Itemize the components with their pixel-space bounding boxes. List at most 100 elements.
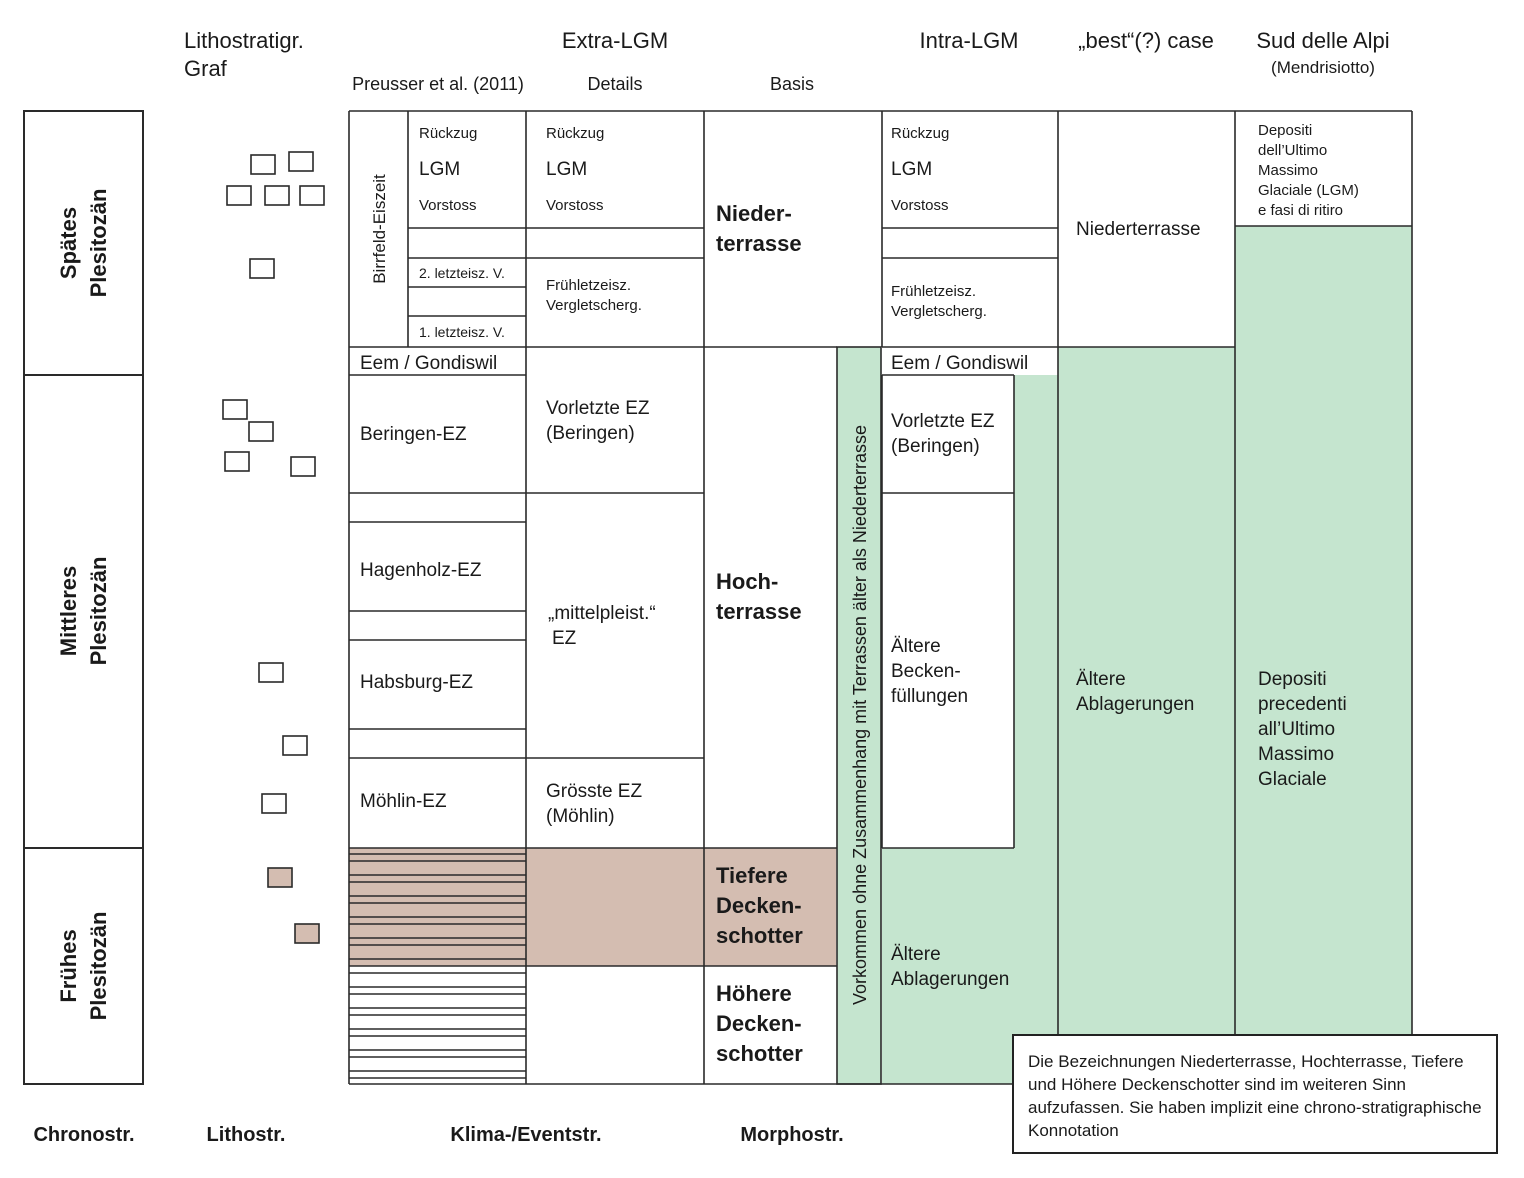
details-fruehletz-line1: Frühletzeisz. [546, 277, 631, 294]
basis-column: Nieder- terrasse Hoch- terrasse Tiefere … [716, 201, 803, 1066]
details-fruehletz-line2: Vergletscherg. [546, 297, 642, 314]
birrfeld-eiszeit: Birrfeld-Eiszeit [370, 174, 389, 284]
header-preusser: Preusser et al. (2011) [352, 74, 524, 94]
best-column: Niederterrasse Ältere Ablagerungen [1076, 219, 1201, 715]
best-aeltere-line1: Ältere [1076, 669, 1126, 690]
header-lithostrat-line1: Lithostratigr. [184, 28, 304, 53]
intra-fruehletz-line1: Frühletzeisz. [891, 283, 976, 300]
header-best-case: „best“(?) case [1078, 28, 1214, 53]
basis-hoehere-line1: Höhere [716, 981, 792, 1006]
header-lithostrat-line2: Graf [184, 56, 228, 81]
litho-square [290, 456, 316, 477]
brown-fill-details [526, 848, 704, 966]
sud-lgm-line2: dell’Ultimo [1258, 142, 1327, 159]
preusser-rueckzug: Rückzug [419, 125, 477, 142]
footer-klima: Klima-/Eventstr. [450, 1124, 601, 1146]
header-intra-lgm: Intra-LGM [919, 28, 1018, 53]
details-mittelpleist-line2: EZ [552, 628, 577, 649]
basis-hoehere-line2: Decken- [716, 1011, 802, 1036]
basis-nieder-line1: Nieder- [716, 201, 792, 226]
chrono-spaetes-line2: Plesitozän [86, 189, 111, 298]
litho-square [282, 735, 308, 756]
header-sud-alpi: Sud delle Alpi [1256, 28, 1389, 53]
chrono-mittleres-line1: Mittleres [56, 566, 81, 656]
sud-prec-line4: Massimo [1258, 744, 1334, 765]
details-groesste-line2: (Möhlin) [546, 806, 615, 827]
chrono-labels: Spätes Plesitozän Mittleres Plesitozän F… [56, 189, 111, 1021]
basis-hoch-line1: Hoch- [716, 569, 778, 594]
sud-prec-line5: Glaciale [1258, 769, 1327, 790]
header-extra-lgm: Extra-LGM [562, 28, 668, 53]
intra-vorstoss: Vorstoss [891, 197, 949, 214]
preusser-hagenholz: Hagenholz-EZ [360, 560, 482, 581]
sud-green-fill [1235, 226, 1412, 1084]
sud-prec-line1: Depositi [1258, 669, 1327, 690]
litho-square [226, 185, 252, 206]
preusser-beringen: Beringen-EZ [360, 424, 467, 445]
litho-square [294, 923, 320, 944]
sud-lgm-line5: e fasi di ritiro [1258, 202, 1343, 219]
basis-tiefere-line2: Decken- [716, 893, 802, 918]
sud-prec-line3: all’Ultimo [1258, 719, 1335, 740]
details-vorletzte-line1: Vorletzte EZ [546, 398, 650, 419]
sud-lgm-line4: Glaciale (LGM) [1258, 182, 1359, 199]
chrono-spaetes-line1: Spätes [56, 207, 81, 279]
litho-square [288, 151, 314, 172]
early-pleistocene-stripes [349, 853, 526, 1079]
preusser-column: Birrfeld-Eiszeit Rückzug LGM Vorstoss 2.… [360, 125, 505, 812]
preusser-eem: Eem / Gondiswil [360, 353, 497, 374]
header-sud-alpi-sub: (Mendrisiotto) [1271, 58, 1375, 77]
header: Lithostratigr. Graf Extra-LGM Intra-LGM … [184, 28, 1390, 94]
litho-square [222, 399, 248, 420]
basis-nieder-line2: terrasse [716, 231, 802, 256]
vertical-band-label: Vorkommen ohne Zusammenhang mit Terrasse… [850, 425, 870, 1005]
basis-hoehere-line3: schotter [716, 1041, 803, 1066]
intra-aeltere-becken-line2: Becken- [891, 661, 961, 682]
footer-lithostr: Lithostr. [207, 1124, 286, 1146]
details-mittelpleist-line1: „mittelpleist.“ [548, 603, 656, 624]
litho-square [250, 154, 276, 175]
intra-eem: Eem / Gondiswil [891, 353, 1028, 374]
preusser-vorstoss: Vorstoss [419, 197, 477, 214]
sud-lgm-line1: Depositi [1258, 122, 1312, 139]
details-vorletzte-line2: (Beringen) [546, 423, 635, 444]
explanatory-note: Die Bezeichnungen Niederterrasse, Hochte… [1012, 1034, 1498, 1154]
litho-square [261, 793, 287, 814]
preusser-lgm: LGM [419, 159, 460, 180]
header-basis: Basis [770, 74, 814, 94]
best-niederterrasse: Niederterrasse [1076, 219, 1201, 240]
footer-chronostr: Chronostr. [33, 1124, 134, 1146]
vertical-band-fill [837, 347, 881, 1084]
litho-square [249, 258, 275, 279]
footer: Chronostr. Lithostr. Klima-/Eventstr. Mo… [33, 1124, 843, 1146]
basis-hoch-line2: terrasse [716, 599, 802, 624]
intra-vorletzte-line2: (Beringen) [891, 436, 980, 457]
chrono-mittleres-line2: Plesitozän [86, 557, 111, 666]
intra-aeltere-becken-line3: füllungen [891, 686, 968, 707]
chrono-column [23, 110, 144, 1085]
header-details: Details [587, 74, 642, 94]
details-vorstoss: Vorstoss [546, 197, 604, 214]
preusser-letzteisz-1: 1. letzteisz. V. [419, 324, 505, 340]
brown-fill-basis [704, 848, 836, 966]
details-column: Rückzug LGM Vorstoss Frühletzeisz. Vergl… [546, 125, 656, 827]
intra-aeltere-ablag-line2: Ablagerungen [891, 969, 1009, 990]
brown-fill-preusser [349, 848, 526, 966]
basis-tiefere-line1: Tiefere [716, 863, 788, 888]
litho-square [299, 185, 325, 206]
intra-fruehletz-line2: Vergletscherg. [891, 303, 987, 320]
litho-square [258, 662, 284, 683]
footer-morpho: Morphostr. [740, 1124, 843, 1146]
sud-lgm-line3: Massimo [1258, 162, 1318, 179]
preusser-moehlin: Möhlin-EZ [360, 791, 447, 812]
basis-tiefere-line3: schotter [716, 923, 803, 948]
intra-vorletzte-line1: Vorletzte EZ [891, 411, 995, 432]
intra-column: Rückzug LGM Vorstoss Frühletzeisz. Vergl… [891, 125, 1028, 990]
table-lines [348, 110, 1413, 1085]
sud-prec-line2: precedenti [1258, 694, 1347, 715]
litho-square [248, 421, 274, 442]
litho-square [267, 867, 293, 888]
intra-aeltere-ablag-line1: Ältere [891, 944, 941, 965]
best-green-fill [1058, 347, 1235, 1084]
